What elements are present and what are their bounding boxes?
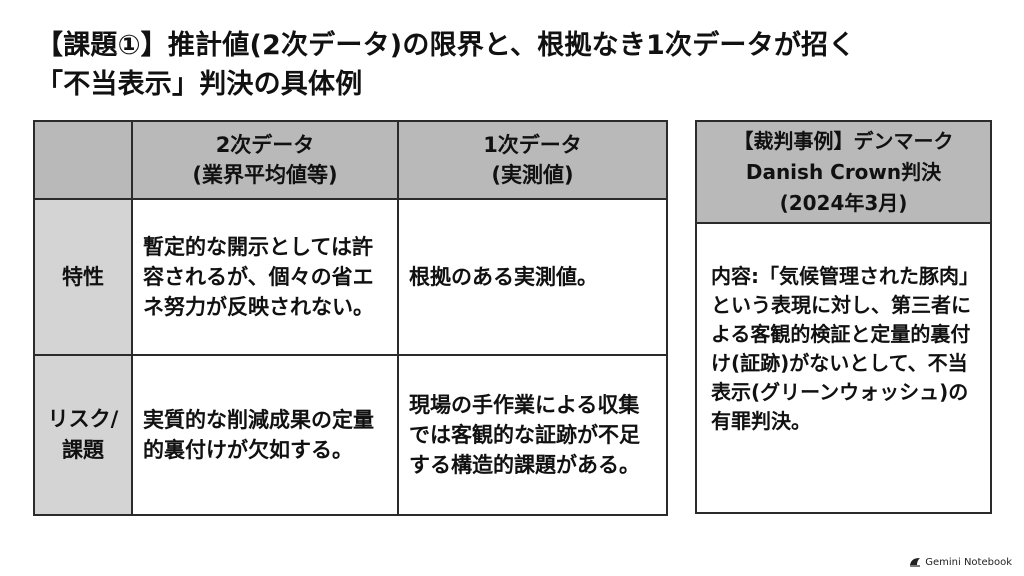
watermark: Gemini Notebook	[909, 556, 1012, 568]
header-secondary-data: 2次データ (業界平均値等)	[131, 120, 399, 200]
title-line-2: 「不当表示」判決の具体例	[36, 69, 363, 100]
table-cell: 現場の手作業による収集では客観的な証跡が不足する構造的課題がある。	[397, 354, 668, 516]
table-header-row: 2次データ (業界平均値等) 1次データ (実測値)	[33, 120, 668, 200]
header-line: 1次データ	[483, 133, 582, 157]
row-label-risk: リスク/課題	[33, 354, 133, 516]
header-line: (業界平均値等)	[192, 163, 338, 187]
header-primary-data: 1次データ (実測値)	[397, 120, 668, 200]
table-cell: 暫定的な開示としては許容されるが、個々の省エネ努力が反映されない。	[131, 198, 399, 356]
gemini-notebook-icon	[910, 558, 921, 567]
case-head-line: Danish Crown判決	[745, 160, 942, 184]
case-head-line: (2024年3月)	[779, 191, 908, 215]
table-corner-cell	[33, 120, 133, 200]
row-label-characteristics: 特性	[33, 198, 133, 356]
slide-title: 【課題①】推計値(2次データ)の限界と、根拠なき1次データが招く 「不当表示」判…	[36, 26, 996, 104]
table-row: 特性 暫定的な開示としては許容されるが、個々の省エネ努力が反映されない。 根拠の…	[33, 198, 668, 356]
header-line: 2次データ	[215, 133, 315, 157]
watermark-text: Gemini Notebook	[925, 556, 1012, 568]
table-cell: 実質的な削減成果の定量的裏付けが欠如する。	[131, 354, 399, 516]
comparison-table: 2次データ (業界平均値等) 1次データ (実測値) 特性 暫定的な開示としては…	[33, 120, 668, 516]
court-case-body: 内容:「気候管理された豚肉」という表現に対し、第三者による客観的検証と定量的裏付…	[711, 264, 971, 433]
title-line-1: 【課題①】推計値(2次データ)の限界と、根拠なき1次データが招く	[36, 30, 856, 61]
table-cell: 根拠のある実測値。	[397, 198, 668, 356]
court-case-header: 【裁判事例】デンマーク Danish Crown判決 (2024年3月)	[697, 122, 990, 224]
header-line: (実測値)	[491, 163, 574, 187]
table-row: リスク/課題 実質的な削減成果の定量的裏付けが欠如する。 現場の手作業による収集…	[33, 354, 668, 516]
case-head-line: 【裁判事例】デンマーク	[733, 129, 954, 153]
court-case-box: 【裁判事例】デンマーク Danish Crown判決 (2024年3月) 内容:…	[695, 120, 992, 514]
